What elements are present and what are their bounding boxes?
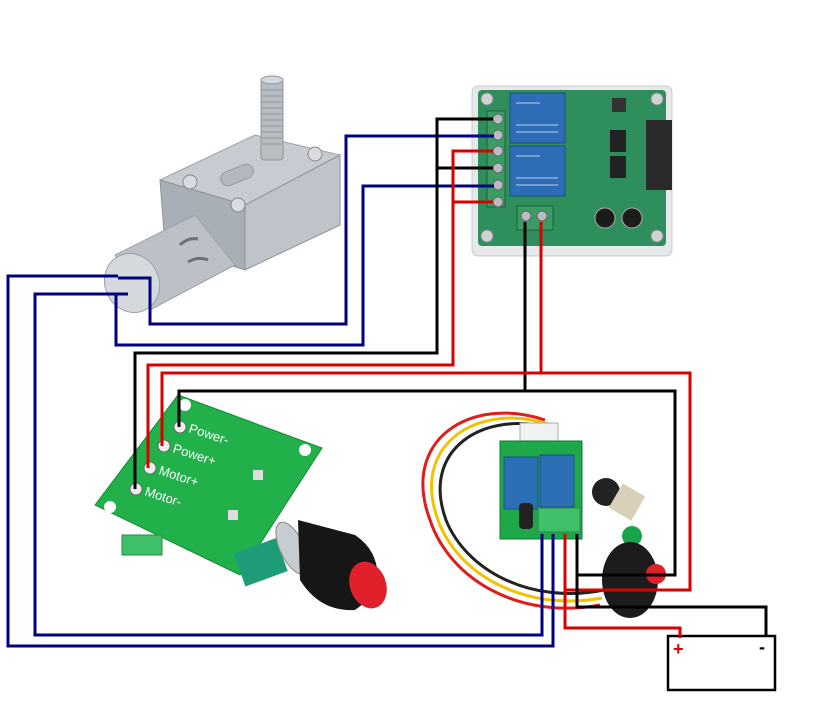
push-button <box>612 98 626 112</box>
knob-cap <box>349 561 387 609</box>
worm-gear-motor <box>103 75 342 313</box>
mount-hole <box>650 92 664 106</box>
motor-vent <box>187 256 209 264</box>
smd-component <box>253 470 263 480</box>
wire-relay-black-1 <box>133 117 493 489</box>
wire-motor-a <box>118 134 494 326</box>
cable-loop <box>421 411 601 610</box>
wire-module-motor-a <box>33 292 544 637</box>
capacitor <box>621 207 643 229</box>
screw <box>230 197 246 213</box>
pin-pad <box>143 461 157 475</box>
battery-minus-label: - <box>759 637 765 657</box>
pwm-terminal <box>121 534 163 556</box>
rf-relay-board <box>471 85 673 257</box>
mount-hole <box>299 444 311 456</box>
module-relay <box>503 456 539 510</box>
reversing-module <box>421 411 666 618</box>
wire-module-pos <box>563 534 682 638</box>
mount-hole <box>650 229 664 243</box>
wire-module-neg <box>575 575 768 636</box>
relay-2 <box>509 145 566 197</box>
module-capacitor <box>519 503 533 529</box>
wires <box>6 117 768 648</box>
pot-body <box>233 538 288 587</box>
module-terminal <box>537 507 581 533</box>
screw <box>182 174 198 190</box>
mount-hole <box>480 229 494 243</box>
wire-relay-red-1 <box>146 149 493 468</box>
shaft-top <box>260 75 284 85</box>
ic-chip <box>610 130 626 152</box>
battery-plus-label: + <box>673 639 684 659</box>
relay-1 <box>509 92 566 144</box>
capacitor <box>594 207 616 229</box>
battery-box <box>666 634 777 692</box>
pin-pad <box>157 439 171 453</box>
header-connector <box>519 422 559 444</box>
wire-module-motor-b <box>6 274 555 648</box>
gearbox-side <box>244 154 341 271</box>
wire-power-neg-loop <box>177 389 677 577</box>
battery: + - <box>666 634 777 692</box>
rf-receiver <box>646 120 672 190</box>
mount-hole <box>104 501 116 513</box>
switch-housing <box>602 542 658 618</box>
mount-hole <box>179 399 191 411</box>
module-relay <box>539 454 575 508</box>
mount-hole <box>480 92 494 106</box>
cable-loop <box>438 422 605 595</box>
screw <box>307 146 323 162</box>
terminal-strip <box>486 110 506 208</box>
motor-vent <box>178 237 199 247</box>
ic-chip <box>610 156 626 178</box>
potentiometer <box>592 478 620 506</box>
cable-loop <box>430 416 603 603</box>
pwm-controller: Power- Power+ Motor+ Motor- <box>94 394 387 611</box>
green-button <box>622 526 642 546</box>
pwm-pcb <box>94 394 323 576</box>
pot-housing <box>608 483 646 521</box>
gearbox-slot <box>220 163 254 187</box>
wire-power-pos-loop <box>160 371 692 592</box>
smd-component <box>228 510 238 520</box>
